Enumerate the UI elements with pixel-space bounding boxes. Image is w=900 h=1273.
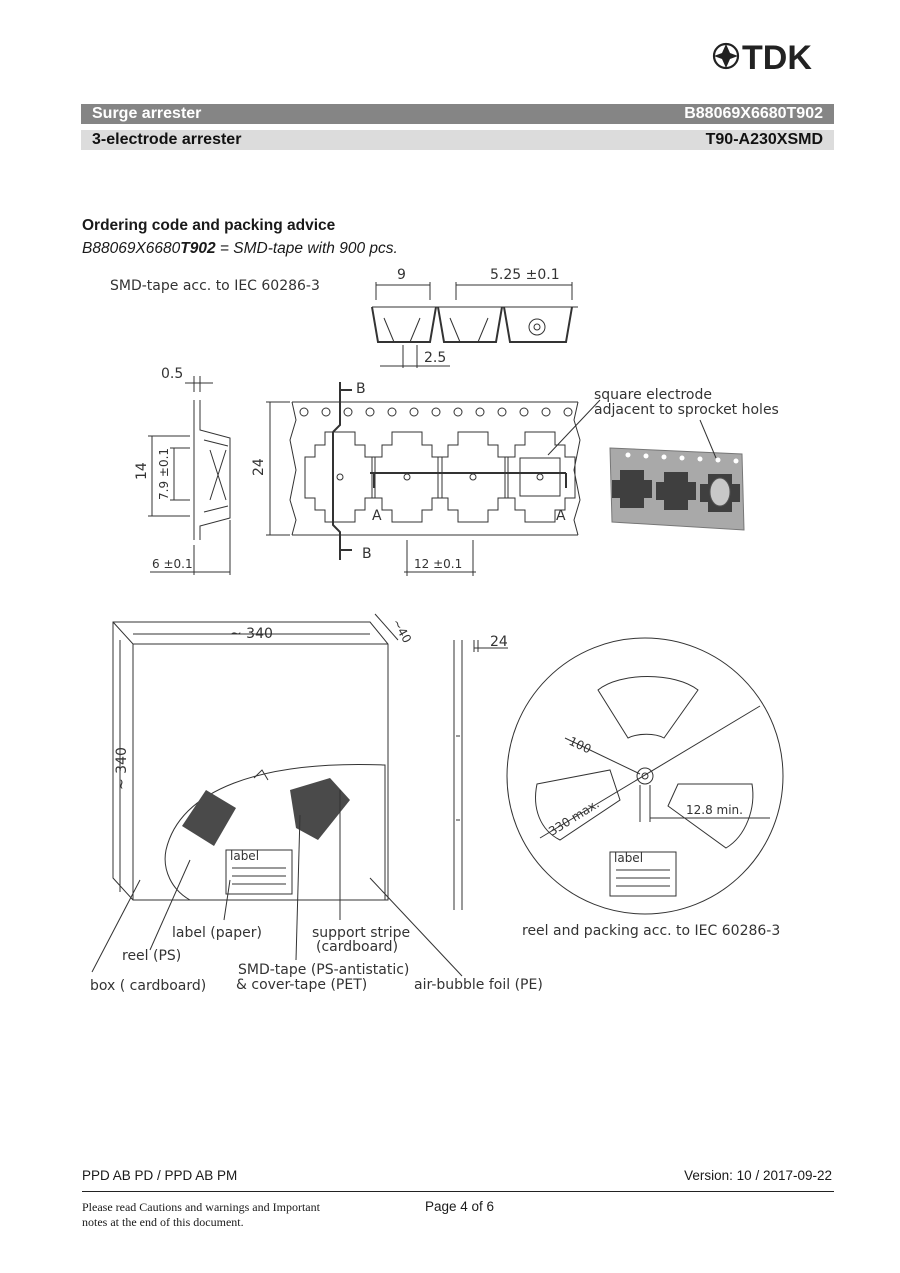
box-label — [225, 849, 293, 895]
tape-pockets — [304, 431, 576, 523]
dim-12: 12 ±0.1 — [414, 557, 462, 571]
dim-25: 2.5 — [424, 350, 446, 366]
tape-side-view: 0.5 14 7.9 ±0.1 6 ±0.1 — [134, 366, 231, 575]
section-heading: Ordering code and packing advice — [82, 217, 336, 234]
code-bold: T902 — [180, 240, 216, 257]
tape-title: SMD-tape acc. to IEC 60286-3 — [110, 278, 320, 294]
label-a-left: A — [372, 508, 382, 524]
dim-14: 14 — [134, 462, 150, 480]
tape-plan-view: 24 B B A A 12 ±0.1 — [251, 381, 601, 576]
label-a-right: A — [556, 508, 566, 524]
footer-divider — [82, 1191, 834, 1192]
sprocket-holes — [299, 407, 573, 417]
tdk-logo-mark-icon — [712, 42, 740, 70]
callout-box: box ( cardboard) — [90, 978, 206, 994]
reel-side-view: 24 — [453, 634, 508, 910]
dim-9: 9 — [397, 267, 406, 283]
box-label-text: label — [230, 849, 259, 863]
ordering-code: B88069X6680T902 — [684, 105, 823, 122]
packing-box: ~ 340 ~40 ~ 340 label — [112, 613, 414, 901]
footer-version: Version: 10 / 2017-09-22 — [684, 1168, 832, 1183]
type-code: T90-A230XSMD — [705, 131, 823, 148]
reel-standard-note: reel and packing acc. to IEC 60286-3 — [522, 923, 780, 939]
label-b-bottom: B — [362, 546, 372, 562]
header-bar-product: Surge arrester B88069X6680T902 — [81, 104, 834, 124]
reel-label-text: label — [614, 851, 643, 865]
tdk-logo: TDK — [712, 39, 812, 74]
callout-smd-2: & cover-tape (PET) — [236, 977, 367, 993]
callout-support-1: support stripe — [312, 925, 410, 941]
callout-bubble: air-bubble foil (PE) — [414, 977, 543, 993]
footer-page-number: Page 4 of 6 — [425, 1199, 495, 1214]
callout-label-paper: label (paper) — [172, 925, 262, 941]
box-dim-340h: ~ 340 — [114, 747, 130, 790]
reel-width-24: 24 — [490, 634, 508, 650]
tape-photo — [609, 419, 745, 531]
footer-note: Please read Cautions and warnings and Im… — [82, 1200, 320, 1229]
tape-cross-section: 9 5.25 ±0.1 2.5 — [371, 267, 578, 368]
callout-smd-1: SMD-tape (PS-antistatic) — [238, 962, 409, 978]
reel-label — [609, 851, 677, 897]
reel-dim-128: 12.8 min. — [686, 803, 743, 817]
dim-525: 5.25 ±0.1 — [490, 267, 560, 283]
callout-reel-ps: reel (PS) — [122, 948, 181, 964]
dim-79: 7.9 ±0.1 — [157, 448, 171, 500]
reel-dim-100: 100 — [567, 734, 594, 756]
dim-05: 0.5 — [161, 366, 183, 382]
electrode-note-2: adjacent to sprocket holes — [594, 402, 779, 418]
label-b-top: B — [356, 381, 366, 397]
box-dim-40: ~40 — [389, 617, 414, 646]
product-family: Surge arrester — [92, 105, 202, 122]
header-bar-type: 3-electrode arrester T90-A230XSMD — [81, 130, 834, 150]
reel-front-view: 330 max. 100 12.8 min. label — [506, 637, 784, 915]
callout-support-2: (cardboard) — [316, 939, 398, 955]
code-suffix: = SMD-tape with 900 pcs. — [215, 240, 398, 257]
electrode-note-1: square electrode — [594, 387, 712, 403]
product-type: 3-electrode arrester — [92, 131, 242, 148]
ordering-code-line: B88069X6680T902 = SMD-tape with 900 pcs. — [82, 240, 398, 258]
dim-24: 24 — [251, 458, 267, 476]
tdk-logo-text: TDK — [742, 39, 812, 74]
code-prefix: B88069X6680 — [82, 240, 181, 257]
footer-department: PPD AB PD / PPD AB PM — [82, 1168, 238, 1183]
box-dim-340w: ~ 340 — [230, 626, 273, 642]
dim-6: 6 ±0.1 — [152, 557, 193, 571]
callout-lines — [91, 790, 463, 977]
